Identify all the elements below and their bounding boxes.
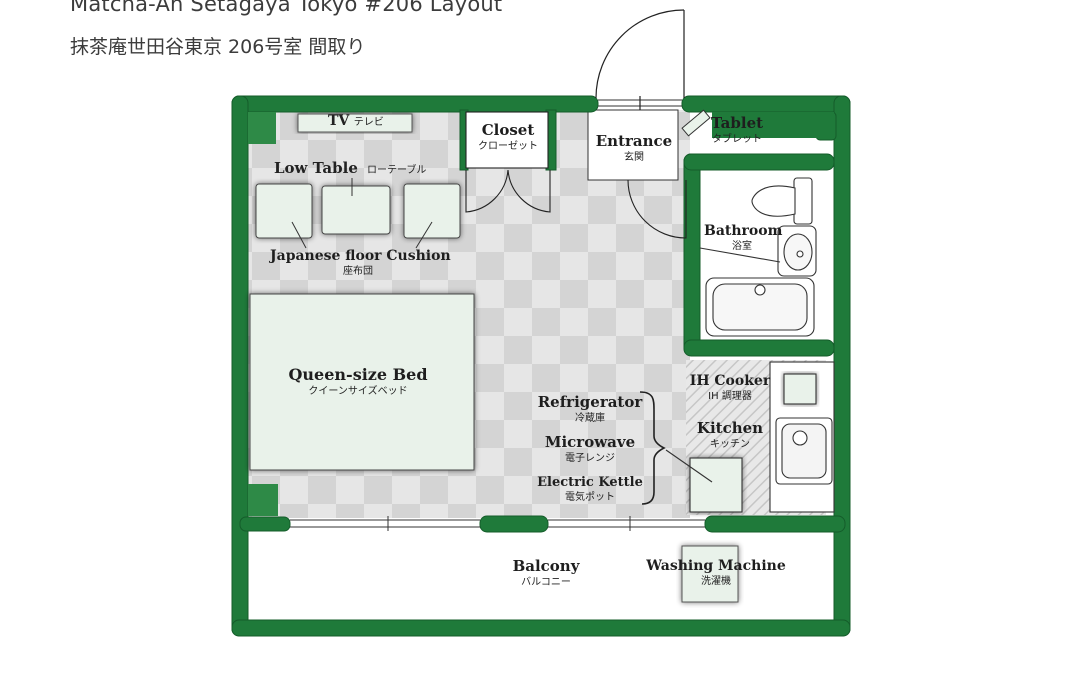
washing-machine-label: Washing Machine 洗濯機 (640, 558, 792, 588)
kitchen-label-en: Kitchen (696, 419, 764, 437)
title-english: Matcha-An Setagaya Tokyo #206 Layout (70, 0, 503, 16)
closet-doors (465, 111, 551, 213)
bathroom-door (627, 179, 687, 239)
tablet-icon (681, 109, 711, 137)
entrance-floor (587, 109, 679, 181)
microwave-label-en: Microwave (544, 433, 636, 451)
title-japanese: 抹茶庵世田谷東京 206号室 間取り (70, 36, 366, 58)
entrance-label-en: Entrance (595, 132, 673, 150)
balcony-label-en: Balcony (512, 557, 580, 575)
refrigerator-label-ja: 冷蔵庫 (575, 412, 605, 424)
walls (231, 95, 851, 637)
tablet-wall-shelf (712, 112, 834, 138)
bed-label: Queen-size Bed クイーンサイズベッド (270, 366, 446, 397)
cushion-label: Japanese floor Cushion 座布団 (270, 248, 451, 278)
microwave-label-ja: 電子レンジ (565, 452, 615, 464)
balcony-label-ja: バルコニー (521, 576, 571, 588)
bathroom-fixtures (699, 177, 817, 337)
bed-label-en: Queen-size Bed (288, 365, 428, 384)
corner-block-bottom (248, 484, 278, 516)
kitchen-fixtures (639, 361, 835, 513)
ih-cooker-label-ja: IH 調理器 (708, 391, 752, 403)
ih-cooker-label: IH Cooker IH 調理器 (686, 373, 774, 403)
ih-cooker-label-en: IH Cooker (689, 373, 771, 389)
balcony-label: Balcony バルコニー (496, 558, 596, 588)
tv-stand (297, 113, 413, 133)
bed (249, 293, 475, 471)
low-table-label-en: Low Table (274, 159, 358, 177)
entrance-door (595, 9, 685, 110)
bathroom-label-ja: 浴室 (732, 241, 752, 253)
cushion-label-ja: 座布団 (343, 266, 373, 278)
cushions-and-table (255, 183, 461, 239)
refrigerator-label: Refrigerator 冷蔵庫 (530, 394, 650, 424)
closet-label: Closet クローゼット (470, 122, 546, 152)
kettle-label: Electric Kettle 電気ポット (530, 475, 650, 504)
entrance-label-ja: 玄関 (624, 151, 644, 163)
refrigerator-label-en: Refrigerator (537, 393, 643, 411)
washing-machine-label-en: Washing Machine (646, 558, 786, 574)
tablet-label-ja: タブレット (712, 133, 762, 145)
bathroom-label: Bathroom 浴室 (704, 223, 783, 253)
washing-machine-label-ja: 洗濯機 (701, 576, 731, 588)
entrance-label: Entrance 玄関 (590, 133, 678, 163)
low-table-label: Low Table ローテーブル (274, 159, 426, 177)
closet-label-ja: クローゼット (478, 140, 538, 152)
tablet-label: Tablet タブレット (706, 115, 768, 145)
low-table-label-ja: ローテーブル (366, 165, 427, 176)
microwave-label: Microwave 電子レンジ (530, 434, 650, 464)
corner-block-top (248, 112, 276, 144)
bathroom-label-en: Bathroom (704, 223, 783, 239)
tv-label-ja: テレビ (353, 117, 384, 128)
tv-label-en: TV (328, 113, 350, 129)
kitchen-label-ja: キッチン (710, 438, 750, 450)
cushion-label-en: Japanese floor Cushion (270, 248, 451, 264)
kitchen-label: Kitchen キッチン (690, 420, 770, 450)
closet-label-en: Closet (481, 121, 535, 139)
washing-machine (681, 545, 739, 603)
kettle-label-ja: 電気ポット (565, 492, 615, 504)
tablet-label-en: Tablet (710, 114, 764, 132)
kettle-label-en: Electric Kettle (537, 475, 643, 490)
tv-label: TV テレビ (328, 113, 384, 129)
bed-label-ja: クイーンサイズベッド (308, 385, 408, 397)
